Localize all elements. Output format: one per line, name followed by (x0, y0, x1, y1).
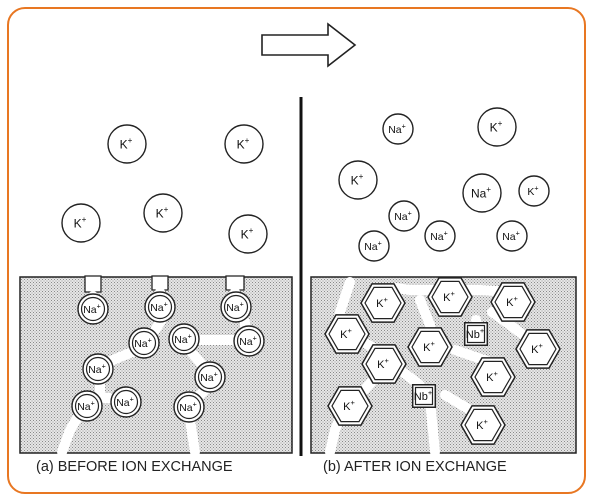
solution-ion-before: K+ (61, 203, 101, 243)
glass-ion-before: Na+ (194, 361, 226, 393)
glass-ion-after-label: K+ (376, 295, 388, 310)
glass-ion-before-label: Na+ (83, 302, 101, 316)
solution-ion-after: K+ (338, 160, 378, 200)
glass-ion-after: K+ (327, 386, 373, 426)
glass-ion-before: Na+ (220, 291, 252, 323)
solution-ion-after-label: Na+ (388, 122, 406, 136)
glass-ion-after-label: K+ (423, 339, 435, 354)
glass-ion-after: K+ (361, 344, 407, 384)
glass-ion-after-label: Nb+ (414, 388, 432, 403)
glass-ion-before-label: Na+ (150, 300, 168, 314)
glass-ion-after: K+ (360, 283, 406, 323)
solution-ion-before-label: K+ (156, 205, 169, 220)
solution-ion-before: K+ (224, 124, 264, 164)
solution-ion-after-label: Na+ (502, 229, 520, 243)
glass-ion-after-label: K+ (476, 417, 488, 432)
glass-ion-before-label: Na+ (200, 370, 218, 384)
solution-ion-after: Na+ (496, 220, 528, 252)
glass-ion-before-label: Na+ (116, 395, 134, 409)
glass-ion-before: Na+ (233, 325, 265, 357)
glass-ion-after: K+ (427, 277, 473, 317)
glass-ion-after-label: K+ (486, 369, 498, 384)
glass-ion-after-label: K+ (343, 398, 355, 413)
solution-ion-after-label: Na+ (394, 209, 412, 223)
solution-ion-after-label: Na+ (471, 185, 491, 200)
solution-ion-before-label: K+ (237, 136, 250, 151)
solution-ion-before-label: K+ (120, 136, 133, 151)
glass-ion-after: K+ (407, 327, 453, 367)
solution-ion-after: Na+ (382, 113, 414, 145)
glass-ion-before: Na+ (82, 353, 114, 385)
glass-ion-after-label: K+ (443, 289, 455, 304)
glass-ion-after: K+ (324, 314, 370, 354)
glass-ion-after-label: K+ (506, 294, 518, 309)
solution-ion-before: K+ (107, 124, 147, 164)
solution-ion-before-label: K+ (241, 226, 254, 241)
glass-ion-after: K+ (460, 405, 506, 445)
solution-ion-after-label: Na+ (364, 239, 382, 253)
solution-ion-after-label: K+ (527, 184, 538, 198)
glass-ion-after: Nb+ (411, 383, 437, 409)
glass-ion-after-label: K+ (377, 356, 389, 371)
glass-ion-after-label: Nb+ (466, 326, 484, 341)
solution-ion-after: K+ (477, 107, 517, 147)
glass-ion-after: Nb+ (463, 321, 489, 347)
glass-ion-before-label: Na+ (226, 300, 244, 314)
glass-ion-after: K+ (470, 357, 516, 397)
glass-ion-before: Na+ (110, 386, 142, 418)
solution-ion-after-label: Na+ (430, 229, 448, 243)
glass-ion-before-label: Na+ (239, 334, 257, 348)
glass-ion-before: Na+ (77, 293, 109, 325)
diagram-frame (7, 7, 586, 494)
solution-ion-after: K+ (518, 175, 550, 207)
right-arrow-icon (261, 22, 357, 68)
solution-ion-after-label: K+ (490, 119, 503, 134)
glass-ion-before: Na+ (144, 291, 176, 323)
glass-ion-before: Na+ (128, 327, 160, 359)
caption-after: (b) AFTER ION EXCHANGE (323, 459, 507, 475)
glass-ion-before-label: Na+ (174, 332, 192, 346)
glass-ion-before-label: Na+ (179, 400, 197, 414)
glass-ion-before: Na+ (71, 390, 103, 422)
solution-ion-after-label: K+ (351, 172, 364, 187)
caption-before: (a) BEFORE ION EXCHANGE (36, 459, 233, 475)
glass-ion-after: K+ (490, 282, 536, 322)
glass-ion-before-label: Na+ (134, 336, 152, 350)
glass-ion-before-label: Na+ (77, 399, 95, 413)
glass-ion-after-label: K+ (531, 341, 543, 356)
glass-ion-after: K+ (515, 329, 561, 369)
glass-ion-before: Na+ (173, 391, 205, 423)
solution-ion-before: K+ (228, 214, 268, 254)
solution-ion-after: Na+ (358, 230, 390, 262)
glass-ion-before: Na+ (168, 323, 200, 355)
glass-ion-after-label: K+ (340, 326, 352, 341)
solution-ion-before-label: K+ (74, 215, 87, 230)
solution-ion-after: Na+ (462, 173, 502, 213)
solution-ion-after: Na+ (388, 200, 420, 232)
glass-ion-before-label: Na+ (88, 362, 106, 376)
solution-ion-before: K+ (143, 193, 183, 233)
solution-ion-after: Na+ (424, 220, 456, 252)
